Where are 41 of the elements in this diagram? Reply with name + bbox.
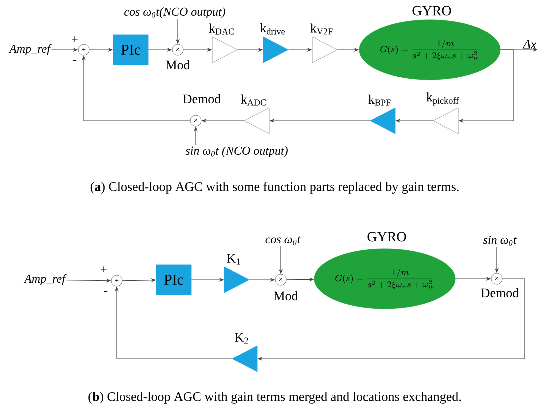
node-label: Demod <box>481 288 519 298</box>
node-label: k$_{ADC}$ <box>241 94 266 106</box>
signal-label: cos ω$_{0}$t <box>266 236 301 246</box>
node-label: k$_{DAC}$ <box>209 24 234 35</box>
multiplier: × Mod <box>274 274 298 301</box>
node-label: k$_{pickoff}$ <box>426 92 460 106</box>
caption: (b) Closed-loop AGC with gain terms merged and locations exchanged. <box>88 392 462 404</box>
node-label: - <box>73 60 77 62</box>
block-title: GYRO <box>368 232 406 242</box>
signal-label: sin ω$_{0}$t (NCO output) <box>186 146 288 158</box>
gain-triangle: K$_{1}$ <box>224 254 250 294</box>
node-label: + <box>72 36 78 42</box>
node-label: k$_{drive}$ <box>260 24 286 35</box>
signal-label: Amp_ref <box>24 274 67 286</box>
controller-box: PIc <box>113 34 149 66</box>
gain-triangle: k$_{DAC}$ <box>209 24 238 64</box>
gain-triangle: k$_{BPF}$ <box>368 94 396 134</box>
gain-triangle: k$_{pickoff}$ <box>426 92 460 134</box>
node-label: Mod <box>274 291 298 301</box>
node-label: Demod <box>183 94 221 104</box>
controller-box: PIc <box>156 264 192 296</box>
signal-label: sin ω$_{0}$t <box>483 236 517 246</box>
node-label: k$_{V2F}$ <box>310 24 333 35</box>
node-label: k$_{BPF}$ <box>368 94 391 106</box>
multiplier: × Demod <box>183 94 221 127</box>
caption: (a) Closed-loop AGC with some function parts replaced by gain terms. <box>90 182 459 194</box>
output-label: Δx <box>522 40 537 49</box>
node-label: Mod <box>166 60 190 70</box>
node-label: - <box>104 291 108 292</box>
signal-label: cos ω$_{0}$t(NCO output) <box>124 8 226 18</box>
multiplier: × Mod <box>166 44 190 70</box>
block-title: GYRO <box>412 6 452 16</box>
gain-triangle: k$_{drive}$ <box>260 24 289 64</box>
node-label: K$_{2}$ <box>235 333 248 344</box>
multiplier: × Demod <box>481 273 519 298</box>
node-label: + <box>101 266 107 272</box>
signal-label: Amp_ref <box>8 44 52 56</box>
gain-triangle: k$_{ADC}$ <box>241 94 270 134</box>
gain-triangle: K$_{2}$ <box>232 333 258 372</box>
node-label: K$_{1}$ <box>227 254 240 265</box>
gain-triangle: k$_{V2F}$ <box>310 24 338 64</box>
